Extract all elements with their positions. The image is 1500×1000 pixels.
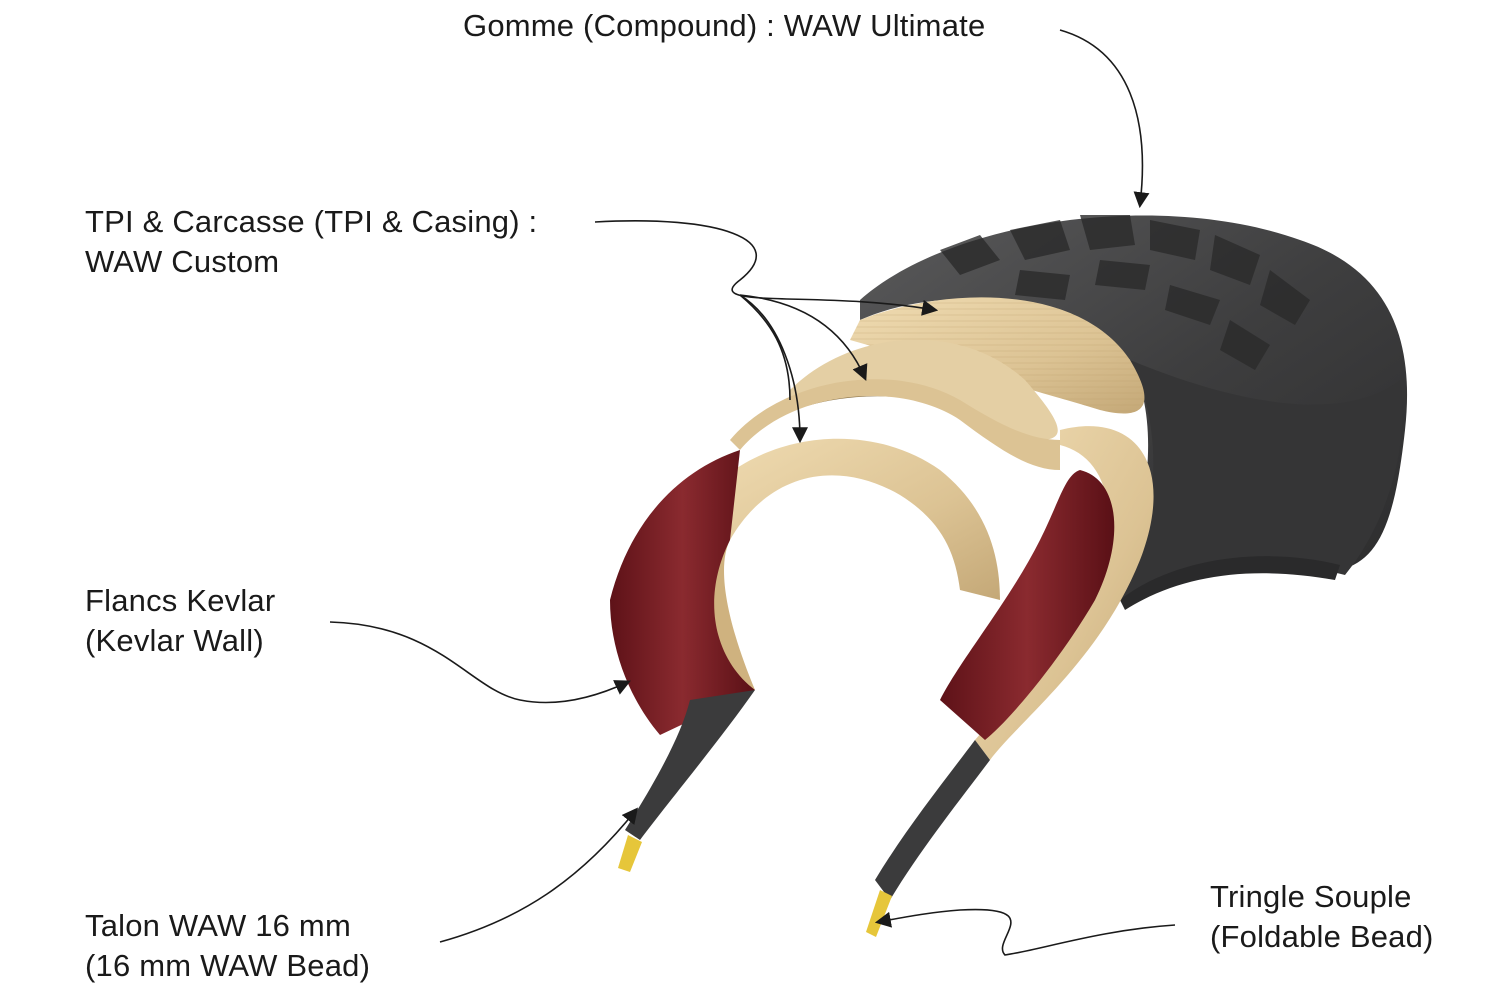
label-foldable: Tringle Souple (Foldable Bead) [1210, 877, 1434, 957]
label-compound: Gomme (Compound) : WAW Ultimate [463, 6, 985, 46]
label-casing-line1: TPI & Carcasse (TPI & Casing) : [85, 204, 538, 239]
bead-strip-left [625, 690, 755, 840]
arrow-casing-4 [739, 294, 791, 401]
leader-lines [329, 29, 1176, 956]
tread-sidewall [1120, 360, 1403, 600]
label-foldable-line2: (Foldable Bead) [1210, 919, 1434, 954]
tread-pattern [940, 215, 1310, 370]
casing-inner-arch [700, 438, 1000, 600]
arrow-foldable [874, 908, 1176, 956]
kevlar-wall-right [940, 470, 1115, 740]
label-bead16-line1: Talon WAW 16 mm [85, 908, 351, 943]
tread-sidewall-rim [1120, 556, 1340, 610]
arrow-casing-1 [594, 220, 939, 316]
label-kevlar-line1: Flancs Kevlar [85, 583, 276, 618]
bead-core-left [618, 835, 642, 872]
arrow-casing-3 [739, 294, 808, 444]
label-foldable-line1: Tringle Souple [1210, 879, 1412, 914]
label-bead16-line2: (16 mm WAW Bead) [85, 948, 371, 983]
arrow-casing-2 [739, 294, 868, 381]
arrow-compound [1059, 29, 1150, 209]
casing-ply-outer-texture [850, 297, 1145, 414]
arrow-bead16 [439, 807, 638, 943]
bead-core-right [866, 890, 892, 937]
arrow-kevlar [329, 621, 631, 704]
kevlar-wall-left [610, 450, 755, 735]
label-casing: TPI & Carcasse (TPI & Casing) : WAW Cust… [85, 202, 537, 282]
bead-strip-right [875, 740, 990, 900]
label-kevlar: Flancs Kevlar (Kevlar Wall) [85, 581, 275, 661]
casing-ply-inner [730, 379, 1060, 470]
label-casing-line2: WAW Custom [85, 244, 280, 279]
label-bead16: Talon WAW 16 mm (16 mm WAW Bead) [85, 906, 370, 986]
label-compound-line1: Gomme (Compound) : WAW Ultimate [463, 8, 986, 43]
label-kevlar-line2: (Kevlar Wall) [85, 623, 264, 658]
